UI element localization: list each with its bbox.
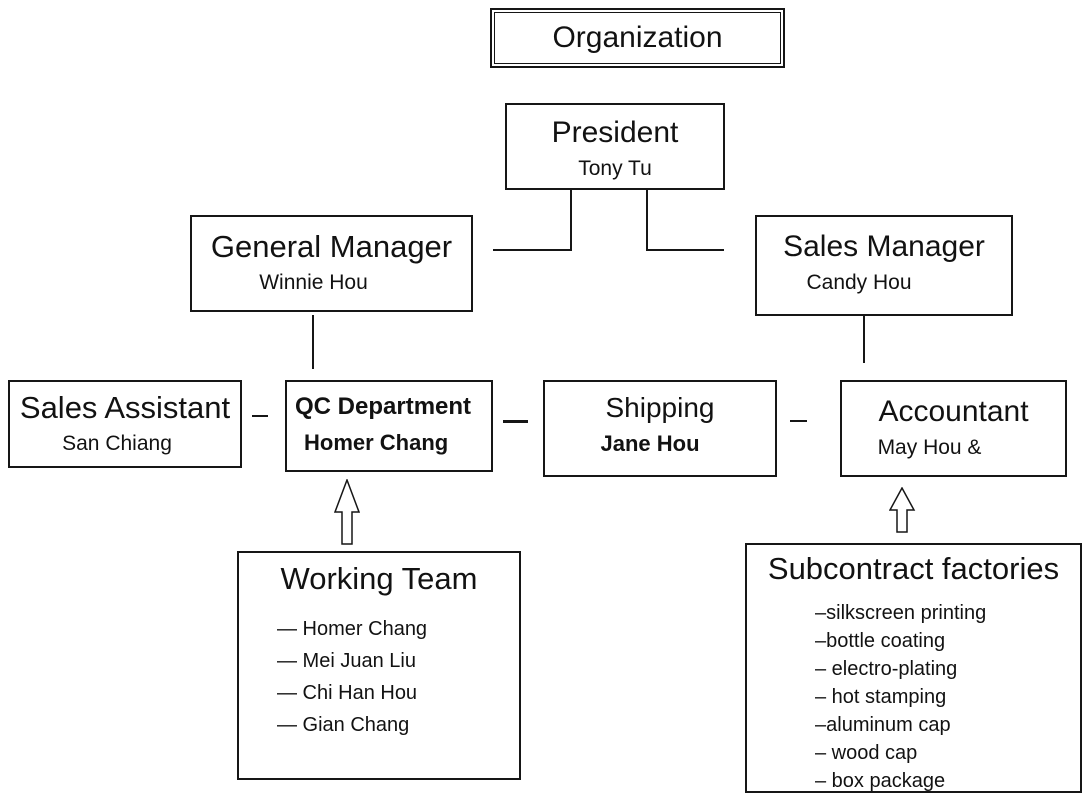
subcontract-factory-item: –silkscreen printing <box>815 602 987 624</box>
connector-president-right-vertical <box>646 190 648 251</box>
node-general-manager: General Manager Winnie Hou <box>190 215 473 312</box>
dash-qc-shipping <box>503 420 528 423</box>
subcontract-factories-list: –silkscreen printing –bottle coating – e… <box>747 599 1080 795</box>
node-general-manager-name: Winnie Hou <box>259 271 368 294</box>
node-accountant-title: Accountant <box>878 395 1029 428</box>
working-team-box: Working Team — Homer Chang — Mei Juan Li… <box>237 551 521 780</box>
subcontract-factory-item: – wood cap <box>815 742 918 764</box>
dash-shipping-accountant <box>790 420 807 422</box>
node-accountant: Accountant May Hou & <box>840 380 1067 477</box>
node-shipping: Shipping Jane Hou <box>543 380 777 477</box>
node-sales-manager-name: Candy Hou <box>806 271 912 294</box>
node-accountant-name: May Hou & <box>877 436 982 459</box>
node-qc-department: QC Department Homer Chang <box>285 380 493 472</box>
connector-to-general-manager-horizontal <box>493 249 572 251</box>
node-shipping-name: Jane Hou <box>600 431 700 456</box>
subcontract-factory-item: –aluminum cap <box>815 714 951 736</box>
subcontract-factory-item: – hot stamping <box>815 686 947 708</box>
subcontract-factory-item: –bottle coating <box>815 630 946 652</box>
node-sales-manager: Sales Manager Candy Hou <box>755 215 1013 316</box>
working-team-member: — Chi Han Hou <box>277 682 418 704</box>
node-sales-assistant-title: Sales Assistant <box>19 390 231 425</box>
node-qc-department-name: Homer Chang <box>304 430 449 455</box>
subcontract-factories-box: Subcontract factories –silkscreen printi… <box>745 543 1082 793</box>
organization-title-box-inner-border: Organization <box>494 12 781 64</box>
diagram-title: Organization <box>552 21 723 54</box>
connector-president-left-vertical <box>570 190 572 251</box>
subcontract-factory-item: – box package <box>815 770 946 792</box>
up-arrow-working-team-to-qc-icon <box>334 479 360 545</box>
node-shipping-title: Shipping <box>605 392 715 423</box>
subcontract-factories-title: Subcontract factories <box>767 551 1060 586</box>
node-sales-manager-title: Sales Manager <box>783 230 985 263</box>
working-team-member: — Homer Chang <box>277 618 428 640</box>
node-general-manager-title: General Manager <box>210 229 453 264</box>
up-arrow-subcontract-to-accountant-icon <box>889 487 916 533</box>
node-president: President Tony Tu <box>505 103 725 190</box>
connector-to-sales-manager-horizontal <box>646 249 724 251</box>
subcontract-factory-item: – electro-plating <box>815 658 958 680</box>
node-sales-assistant: Sales Assistant San Chiang <box>8 380 242 468</box>
working-team-member: — Gian Chang <box>277 714 410 736</box>
node-president-title: President <box>551 116 679 149</box>
working-team-member: — Mei Juan Liu <box>277 650 416 672</box>
connector-general-manager-qc <box>312 315 314 369</box>
node-president-name: Tony Tu <box>578 157 652 180</box>
working-team-title: Working Team <box>280 561 478 596</box>
node-qc-department-title: QC Department <box>295 393 472 420</box>
working-team-list: — Homer Chang — Mei Juan Liu — Chi Han H… <box>239 613 519 741</box>
node-sales-assistant-name: San Chiang <box>62 432 172 455</box>
dash-sales-assistant-qc <box>252 415 268 417</box>
organization-title-box: Organization <box>490 8 785 68</box>
connector-sales-manager-accountant <box>863 316 865 363</box>
